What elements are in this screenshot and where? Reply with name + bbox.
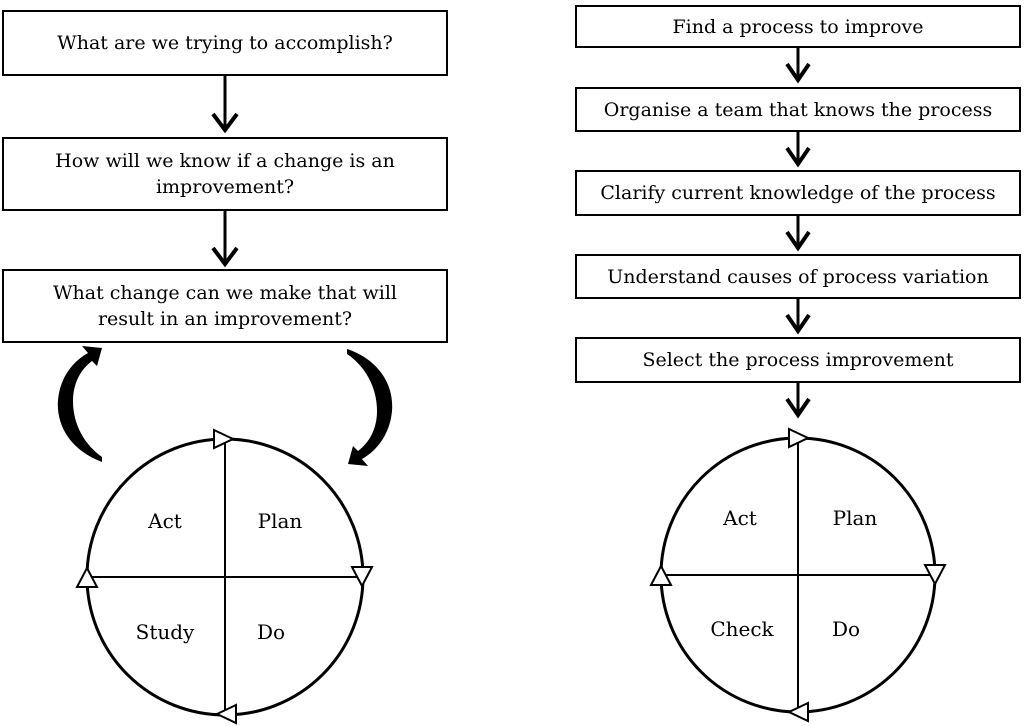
left-cycle-label-do: Do [256,620,286,644]
step-text: Organise a team that knows the process [603,98,993,121]
step-box-clarify-knowledge: Clarify current knowledge of the process [575,170,1021,216]
right-cycle-label-plan: Plan [832,506,878,530]
right-cycle-triangle-left [649,563,673,586]
right-cycle-triangle-right [923,564,947,587]
question-text: What change can we make that will result… [53,282,397,330]
left-cycle-triangle-top [213,428,236,450]
left-cycle [75,428,374,725]
arrow-q2-to-q3-head [211,246,239,268]
arrow-s5-to-cycle-head [785,397,811,419]
left-curved-arrows [57,346,393,466]
right-cycle-triangle-top [788,427,811,449]
arrow-s4-to-s5-head [785,313,811,335]
question-box-changes: What change can we make that will result… [2,269,448,343]
question-text: What are we trying to accomplish? [57,32,393,54]
question-box-measures: How will we know if a change is an impro… [2,137,448,211]
arrow-q1-to-q2-head [211,112,239,134]
right-cycle-label-do: Do [831,617,861,641]
left-cycle-label-study: Study [135,620,195,644]
step-text: Clarify current knowledge of the process [600,182,996,204]
step-text: Select the process improvement [642,349,954,371]
step-box-select-improvement: Select the process improvement [575,337,1021,383]
right-cycle-label-act: Act [723,506,757,530]
arrow-s1-to-s2-head [785,62,811,84]
left-cycle-label-plan: Plan [257,509,303,533]
step-box-find-process: Find a process to improve [575,5,1021,48]
question-text: How will we know if a change is an impro… [55,150,395,198]
right-cycle-triangle-bottom [786,701,809,723]
step-text: Find a process to improve [672,15,924,38]
right-cycle [649,427,947,723]
arrow-s2-to-s3-head [785,146,811,168]
curved-arrow-up-left [57,346,102,462]
question-box-aim: What are we trying to accomplish? [2,10,448,76]
arrow-s3-to-s4-head [785,230,811,252]
curved-arrow-down-right [347,349,393,466]
left-cycle-triangle-left [75,565,99,588]
left-cycle-label-act: Act [148,509,182,533]
left-cycle-triangle-bottom [214,703,237,725]
step-text: Understand causes of process variation [607,265,989,288]
step-box-understand-variation: Understand causes of process variation [575,254,1021,299]
right-arrows [785,48,811,419]
right-cycle-label-check: Check [710,617,774,641]
left-cycle-triangle-right [350,566,374,589]
step-box-organise-team: Organise a team that knows the process [575,87,1021,132]
left-arrows [211,76,239,268]
